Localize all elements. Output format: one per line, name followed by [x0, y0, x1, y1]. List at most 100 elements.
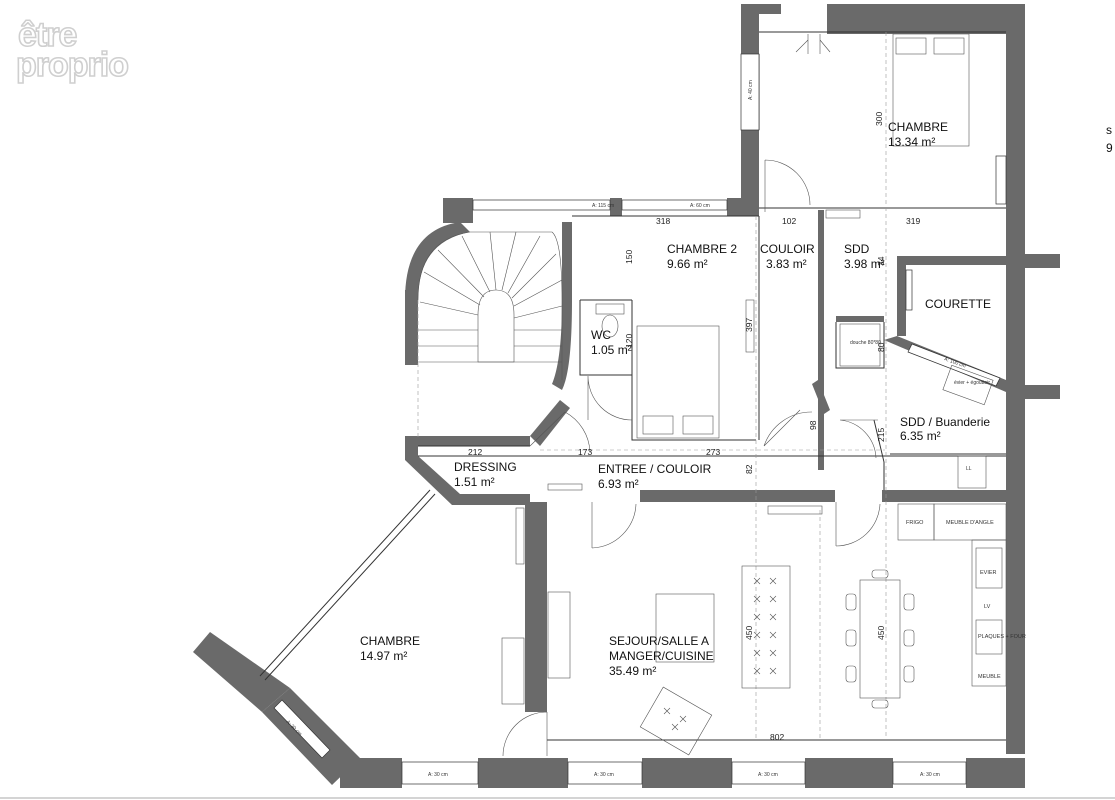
- washbasin: [825, 209, 861, 219]
- wall: [727, 198, 759, 216]
- utility-sink: [942, 364, 994, 406]
- room-area-sdd: 3.98 m²: [844, 257, 885, 271]
- window-label-bottom-1: A: 30 cm: [428, 772, 448, 778]
- partition: [259, 489, 431, 677]
- washing-machine: [957, 455, 987, 489]
- partition: [631, 300, 756, 441]
- sink-label: EVIER: [980, 570, 997, 576]
- dining-table: [859, 579, 901, 699]
- window-label-top-2: A: 60 cm: [690, 203, 710, 209]
- room-area-couloir: 3.83 m²: [766, 257, 807, 271]
- wall: [405, 436, 530, 446]
- room-area-dressing: 1.51 m²: [454, 475, 495, 489]
- wall: [966, 758, 1025, 788]
- room-name-couloir: COULOIR: [760, 242, 815, 256]
- door: [763, 409, 813, 447]
- dim-450-dining: 450: [876, 626, 886, 640]
- wall: [827, 4, 1025, 34]
- partition: [579, 300, 632, 376]
- window: [995, 155, 1007, 205]
- dim-300: 300: [874, 112, 884, 126]
- sideboard: [547, 591, 571, 679]
- room-name-sdd: SDD: [844, 242, 870, 256]
- partition: [835, 322, 885, 369]
- wall: [340, 758, 402, 788]
- chair: [845, 593, 857, 611]
- room-name-courette: COURETTE: [925, 297, 991, 311]
- hob-label: PLAQUES + FOUR: [978, 634, 1026, 640]
- dim-80: 80: [876, 342, 886, 352]
- window: [892, 761, 967, 785]
- wc-bowl: [601, 314, 619, 338]
- door: [839, 419, 878, 459]
- bed: [892, 33, 970, 147]
- furniture: douche 80*80 évier + égouttoir LL: [501, 33, 1007, 756]
- dimension-labels: 300 318 102 319 150 120 397 34 80 273 21…: [468, 112, 920, 742]
- armchair-cushions: [663, 707, 687, 731]
- dim-215: 215: [876, 428, 886, 442]
- wall: [897, 256, 1009, 265]
- room-name-sdd-buanderie: SDD / Buanderie: [900, 415, 990, 429]
- shower: [839, 323, 881, 367]
- corner-cabinet: [933, 503, 1007, 541]
- bed: [636, 325, 720, 439]
- fixture-labels: FRIGO MEUBLE D'ANGLE EVIER LV PLAQUES + …: [906, 520, 1026, 680]
- window-label-bottom-2: A: 30 cm: [594, 772, 614, 778]
- door: [764, 159, 811, 212]
- dim-102: 102: [782, 216, 796, 226]
- wall: [1020, 385, 1060, 399]
- wall: [405, 222, 470, 300]
- wall: [640, 490, 835, 502]
- chair: [845, 629, 857, 647]
- utility-sink-label: évier + égouttoir: [954, 380, 990, 386]
- shower-label: douche 80*80: [850, 340, 881, 346]
- edge-text-1: s: [1106, 123, 1112, 137]
- window: [907, 343, 1001, 387]
- sink: [975, 547, 1003, 589]
- door: [502, 711, 548, 757]
- shelf: [767, 505, 823, 515]
- lv-label: LV: [984, 604, 991, 610]
- wall: [1006, 4, 1025, 754]
- logo-line-1: être: [18, 16, 76, 54]
- wall: [530, 400, 570, 446]
- room-area-chambre-nord: 13.34 m²: [888, 135, 935, 149]
- shelf: [547, 483, 583, 491]
- dim-173: 173: [578, 447, 592, 457]
- dim-82: 82: [744, 464, 754, 474]
- door: [587, 375, 633, 421]
- chair: [903, 593, 915, 611]
- window: [567, 761, 643, 785]
- dim-98: 98: [808, 420, 818, 430]
- wall: [1020, 254, 1060, 268]
- dim-319: 319: [906, 216, 920, 226]
- room-name-dressing: DRESSING: [454, 460, 517, 474]
- room-name-wc: WC: [591, 328, 611, 342]
- wall: [836, 316, 884, 322]
- coffee-table: [655, 593, 715, 663]
- dim-212: 212: [468, 447, 482, 457]
- corner-cabinet-label: MEUBLE D'ANGLE: [946, 520, 994, 526]
- cabinet-label: MEUBLE: [978, 674, 1001, 680]
- stair-well: [477, 289, 515, 363]
- hob: [975, 619, 1003, 655]
- room-name-entree: ENTREE / COULOIR: [598, 462, 712, 476]
- dim-120: 120: [624, 334, 634, 348]
- wall: [818, 210, 824, 470]
- wall: [805, 758, 893, 788]
- wall: [610, 198, 622, 216]
- dim-34: 34: [876, 256, 886, 266]
- wall: [812, 380, 830, 414]
- window-label-north: A: 40 cm: [748, 80, 754, 100]
- wall: [882, 490, 1010, 502]
- wall: [741, 4, 781, 14]
- dim-397: 397: [744, 318, 754, 332]
- window: [273, 699, 331, 759]
- sofa-cushions: [753, 577, 777, 675]
- dining-chairs: [845, 569, 915, 709]
- wall: [897, 256, 906, 336]
- window-label-bottom-3: A: 30 cm: [758, 772, 778, 778]
- dim-802: 802: [770, 732, 784, 742]
- room-area-sdd-buanderie: 6.35 m²: [900, 429, 941, 443]
